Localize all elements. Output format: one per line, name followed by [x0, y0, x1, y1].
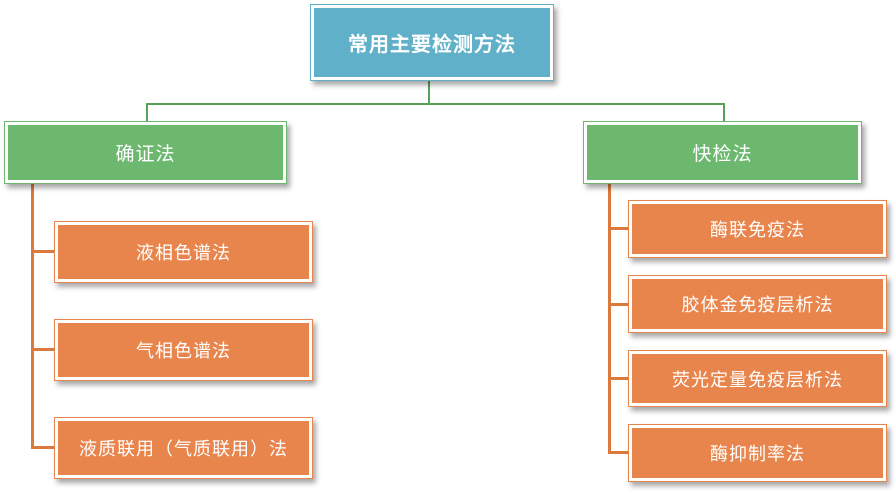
- leaf-node-lcms: 液质联用（气质联用）法: [54, 417, 313, 479]
- leaf-node-elisa: 酶联免疫法: [628, 200, 887, 258]
- root-node: 常用主要检测方法: [310, 4, 554, 81]
- branch-node-confirmation: 确证法: [4, 121, 287, 184]
- connector-right-stub-1: [611, 227, 628, 230]
- connector-right-stub-4: [611, 451, 628, 454]
- connector-left-stub-1: [34, 250, 54, 253]
- leaf-node-label: 胶体金免疫层析法: [681, 295, 834, 315]
- leaf-node-colloidal-gold: 胶体金免疫层析法: [628, 275, 887, 333]
- branch-node-label: 快检法: [692, 144, 753, 165]
- connector-right-stub-2: [611, 303, 628, 306]
- connector-left-stub-3: [34, 446, 54, 449]
- connector-left-spine: [31, 184, 34, 449]
- leaf-node-label: 荧光定量免疫层析法: [672, 369, 843, 390]
- leaf-node-label: 酶联免疫法: [710, 220, 805, 240]
- root-node-label: 常用主要检测方法: [348, 34, 516, 56]
- connector-right-stub-3: [611, 377, 628, 380]
- leaf-node-label: 气相色谱法: [136, 341, 231, 361]
- connector-branch-drop-right: [723, 103, 725, 121]
- leaf-node-enzyme-inhibition: 酶抑制率法: [628, 424, 887, 482]
- connector-branch-drop-left: [146, 103, 148, 121]
- leaf-node-label: 酶抑制率法: [710, 444, 805, 464]
- connector-right-spine: [608, 184, 611, 454]
- branch-node-rapid-test: 快检法: [583, 121, 862, 184]
- leaf-node-lc: 液相色谱法: [54, 221, 313, 283]
- leaf-node-fluorescence: 荧光定量免疫层析法: [628, 350, 887, 407]
- connector-branch-rail: [146, 103, 725, 105]
- branch-node-label: 确证法: [115, 144, 176, 165]
- leaf-node-label: 液相色谱法: [136, 243, 231, 263]
- connector-root-stem: [428, 81, 430, 104]
- connector-left-stub-2: [34, 348, 54, 351]
- leaf-node-gc: 气相色谱法: [54, 319, 313, 381]
- leaf-node-label: 液质联用（气质联用）法: [79, 439, 288, 459]
